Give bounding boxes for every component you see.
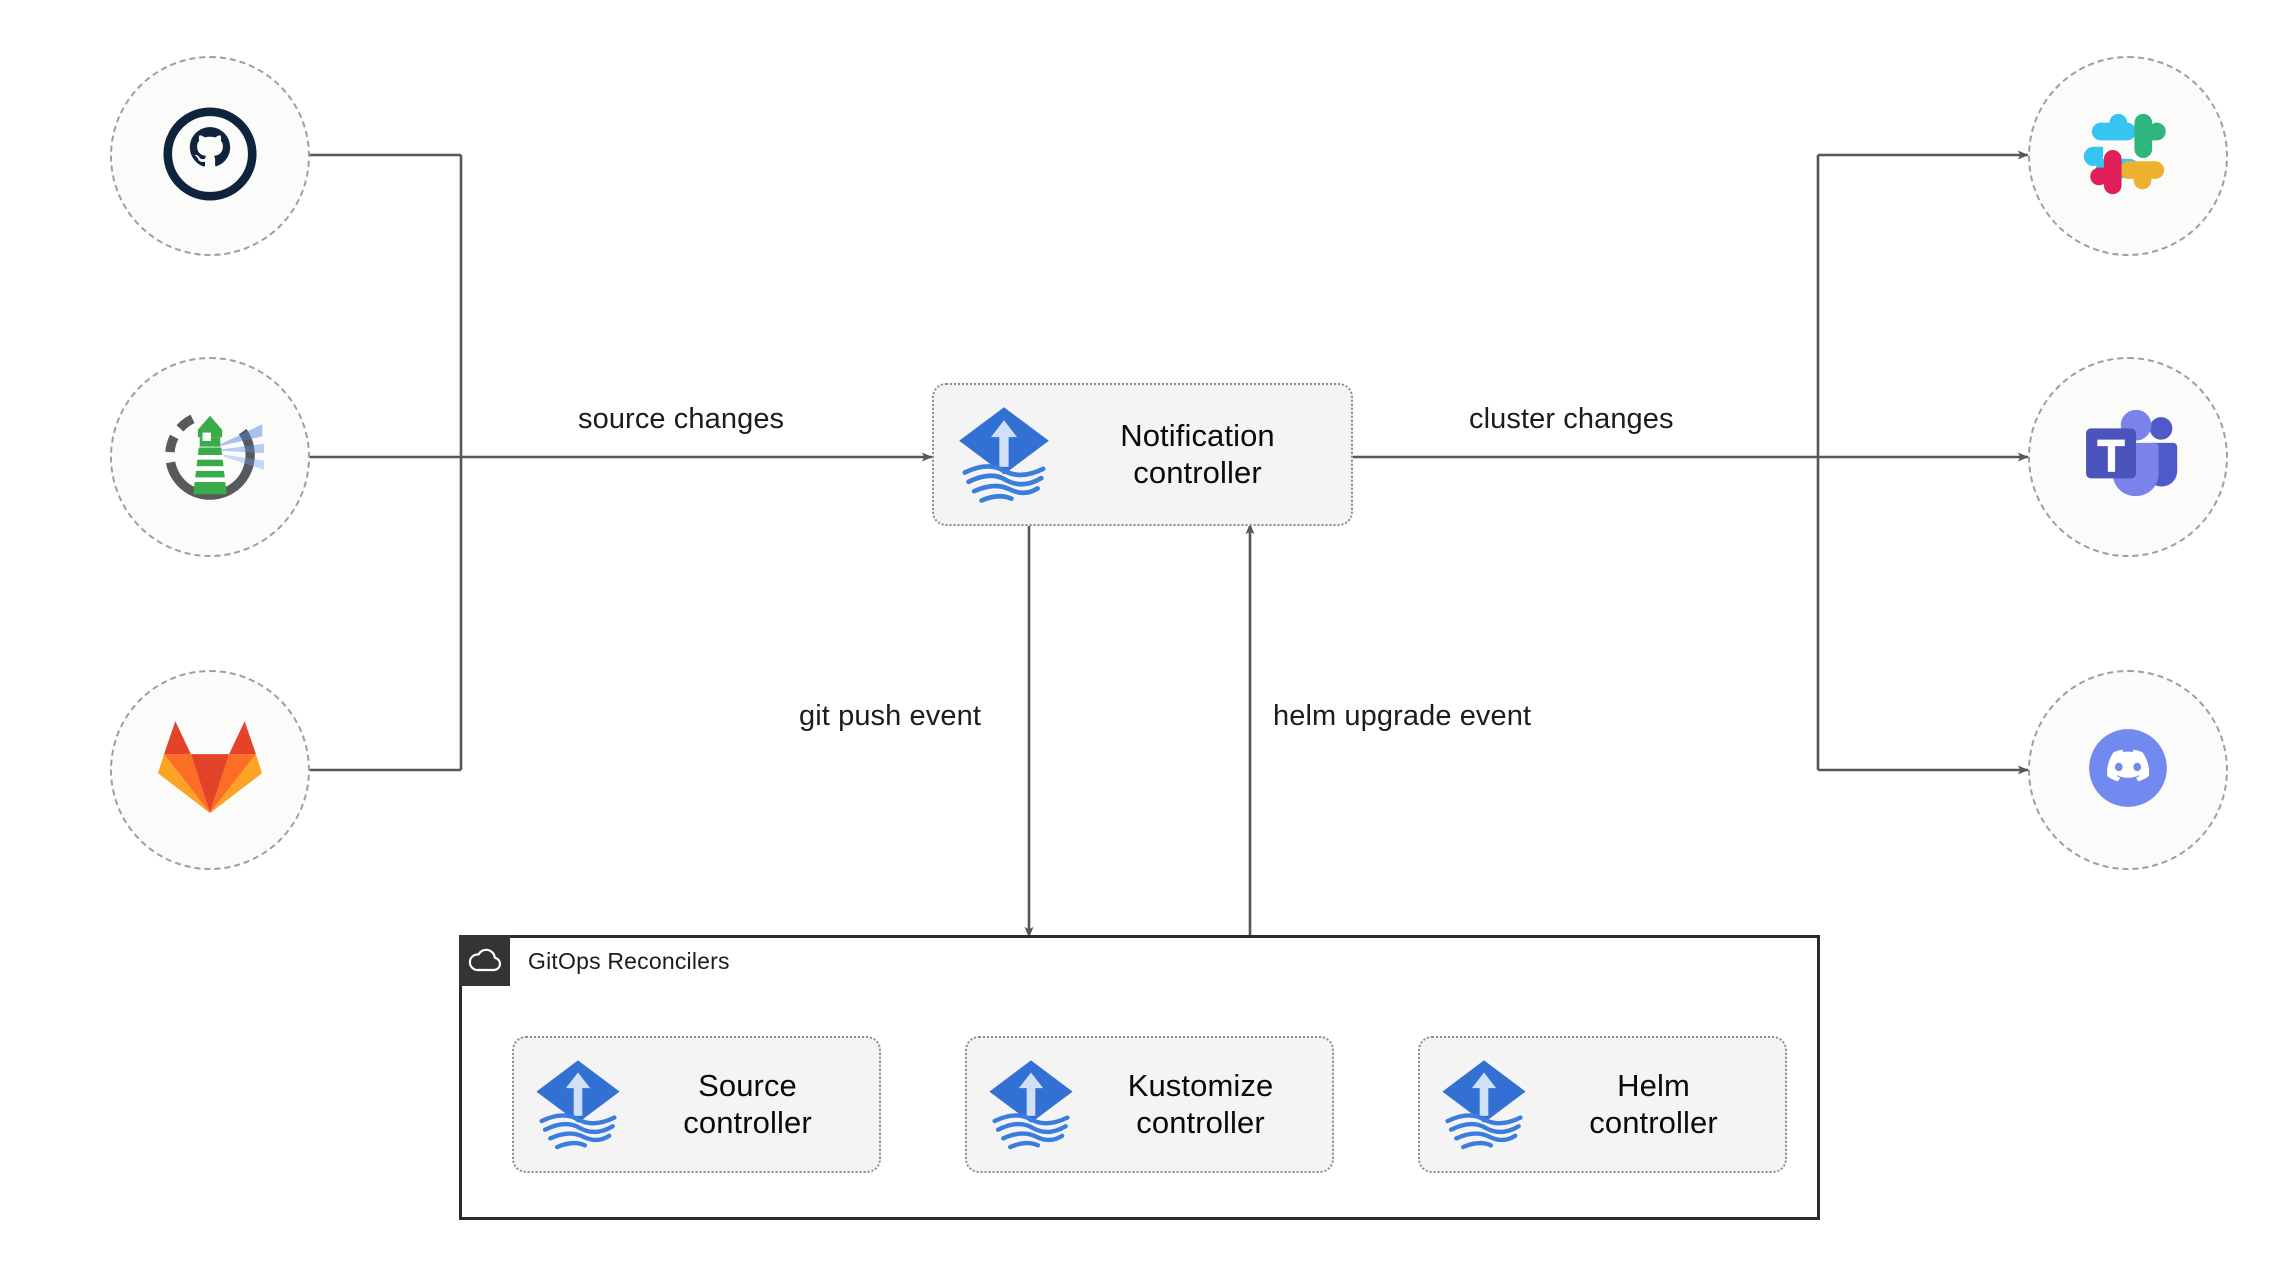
edge-label-git-push-event: git push event [799,700,981,732]
flux-lighthouse-icon [154,399,266,516]
microsoft-teams-icon [2078,407,2178,508]
notification-controller-box[interactable]: Notification controller [932,383,1353,526]
source-node-flux[interactable] [110,357,310,557]
github-icon [162,106,258,207]
notification-controller-label: Notification controller [1120,417,1275,490]
source-controller-label: Source controller [683,1067,812,1140]
target-node-teams[interactable] [2028,357,2228,557]
slack-icon [2079,105,2177,208]
target-node-slack[interactable] [2028,56,2228,256]
kustomize-controller-label: Kustomize controller [1127,1067,1274,1140]
source-node-gitlab[interactable] [110,670,310,870]
edge-label-cluster-changes: cluster changes [1469,403,1674,435]
discord-icon [2075,715,2181,826]
target-node-discord[interactable] [2028,670,2228,870]
flux-logo-icon [526,1050,630,1159]
flux-logo-icon [979,1050,1083,1159]
source-controller-box[interactable]: Source controller [512,1036,881,1173]
cloud-icon [459,935,510,986]
flux-logo-icon [948,396,1060,513]
flux-logo-icon [1432,1050,1536,1159]
helm-controller-label: Helm controller [1589,1067,1718,1140]
gitlab-icon [158,719,262,822]
gitops-reconcilers-title: GitOps Reconcilers [528,948,730,974]
helm-controller-box[interactable]: Helm controller [1418,1036,1787,1173]
source-node-github[interactable] [110,56,310,256]
edge-label-helm-upgrade-event: helm upgrade event [1273,700,1532,732]
edge-label-source-changes: source changes [578,403,785,435]
kustomize-controller-box[interactable]: Kustomize controller [965,1036,1334,1173]
